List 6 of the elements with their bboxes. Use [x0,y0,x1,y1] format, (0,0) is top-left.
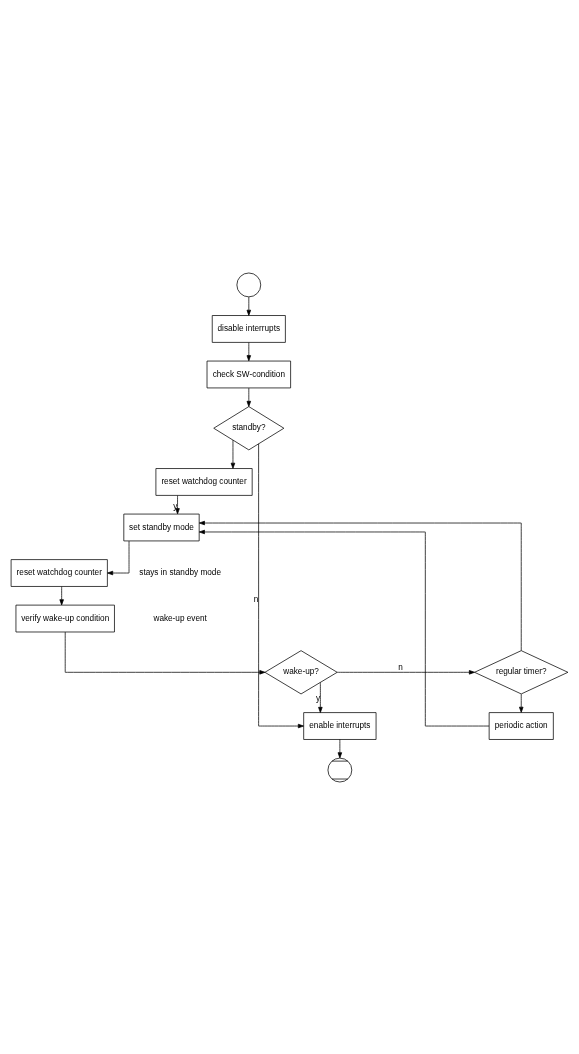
legend-label: wake-up event [153,613,207,623]
edge-label: n [253,594,259,604]
edge-label: n [398,662,403,672]
legend-label: stays in standby mode [139,567,221,577]
edge-label: y [316,693,321,703]
edge-label: y [173,501,178,511]
